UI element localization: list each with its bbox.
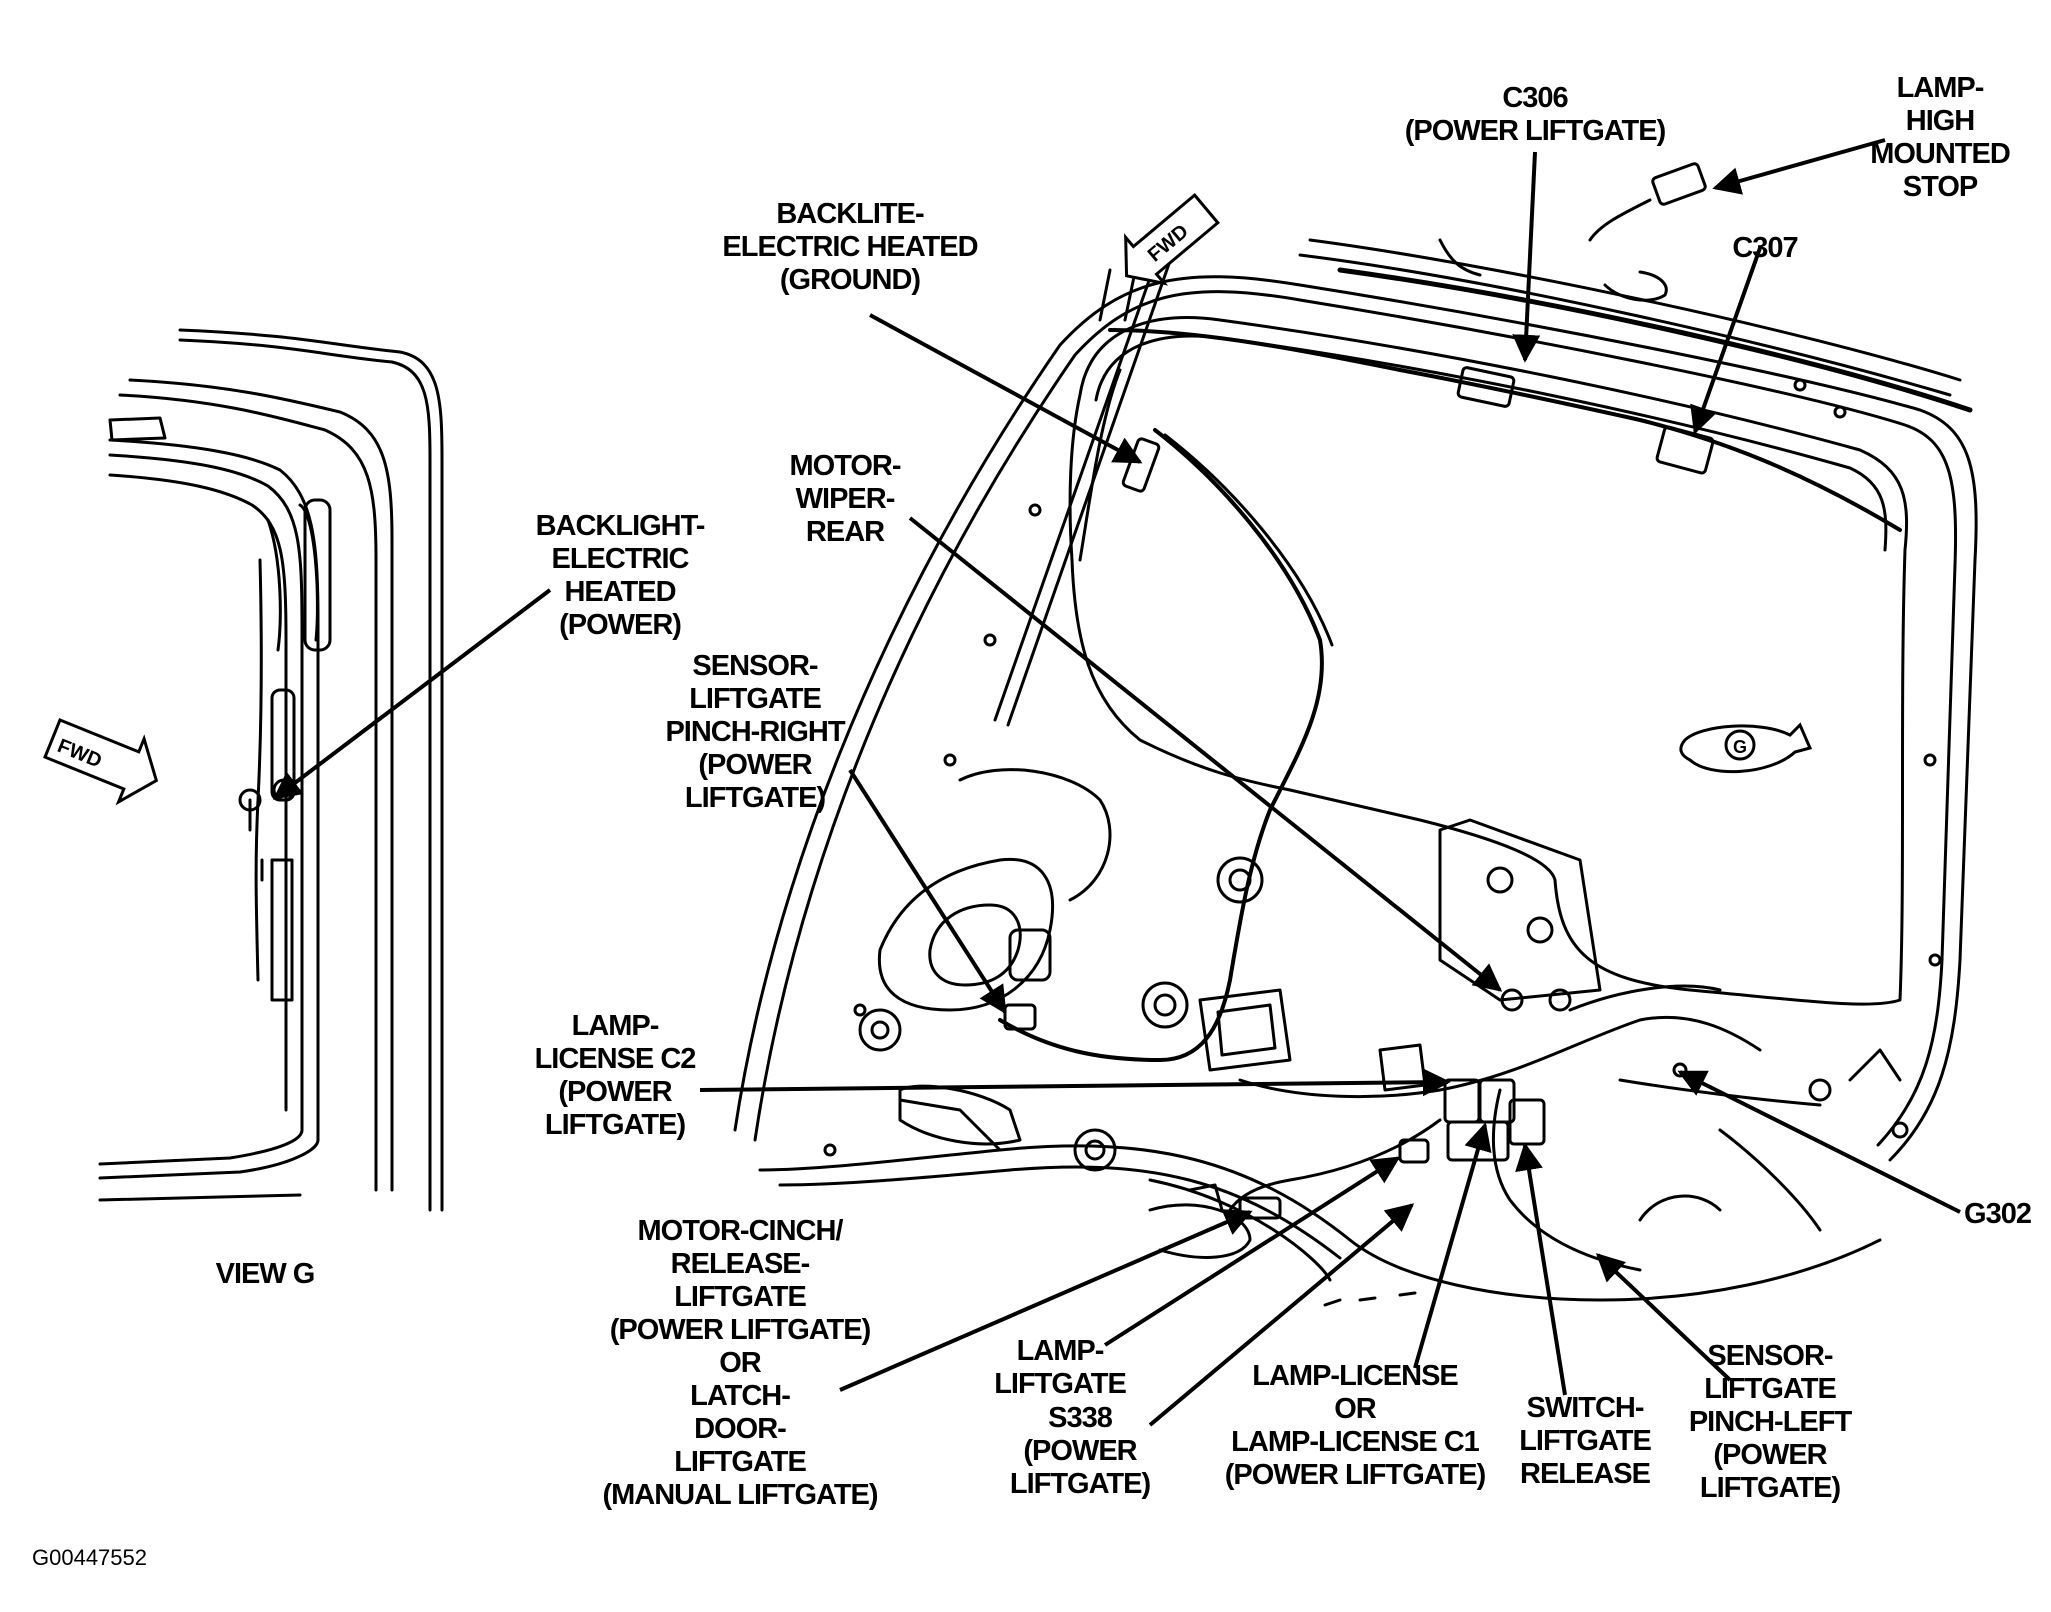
leader-motor-cinch	[839, 1209, 1253, 1392]
leader-lamp-liftgate	[1103, 1156, 1401, 1347]
leader-sensor-pinch-right	[848, 768, 1007, 1015]
leader-lamp-license-c2	[699, 1068, 1451, 1097]
leader-backlight-power	[272, 588, 552, 800]
leader-lamp-high-mounted-stop	[1712, 138, 1886, 195]
view-marker-letter: G	[1733, 737, 1747, 757]
leader-backlite-ground	[869, 313, 1143, 464]
liftgate-outline	[733, 162, 1978, 1307]
leader-c306	[1512, 151, 1541, 363]
leader-sensor-pinch-left	[1595, 1253, 1732, 1382]
label-lamp-liftgate: LAMP-LIFTGATE	[994, 1335, 1127, 1400]
leader-s338	[1148, 1203, 1415, 1427]
figure-id: G00447552	[32, 1545, 147, 1570]
leader-switch-release	[1515, 1142, 1567, 1396]
leader-g302	[1677, 1070, 1961, 1214]
label-backlite-ground: BACKLITE-ELECTRIC HEATED(GROUND)	[722, 198, 978, 296]
view-g-marker: G	[1679, 722, 1813, 774]
label-g302: G302	[1964, 1198, 2032, 1230]
leader-lamp-license-c1	[1413, 1122, 1492, 1369]
leader-c307	[1690, 247, 1762, 435]
leader-motor-wiper-rear	[908, 516, 1503, 992]
label-motor-wiper-rear: MOTOR-WIPER-REAR	[789, 450, 901, 548]
view-g-label: VIEW G	[215, 1258, 316, 1290]
label-motor-cinch: MOTOR-CINCH/RELEASE-LIFTGATE(POWER LIFTG…	[602, 1215, 878, 1511]
leader-lines	[272, 138, 1961, 1427]
label-c307: C307	[1732, 232, 1798, 264]
view-g-detail	[98, 328, 444, 1212]
label-c306: C306(POWER LIFTGATE)	[1404, 82, 1667, 147]
fwd-arrow-view-g: FWD	[43, 718, 159, 806]
